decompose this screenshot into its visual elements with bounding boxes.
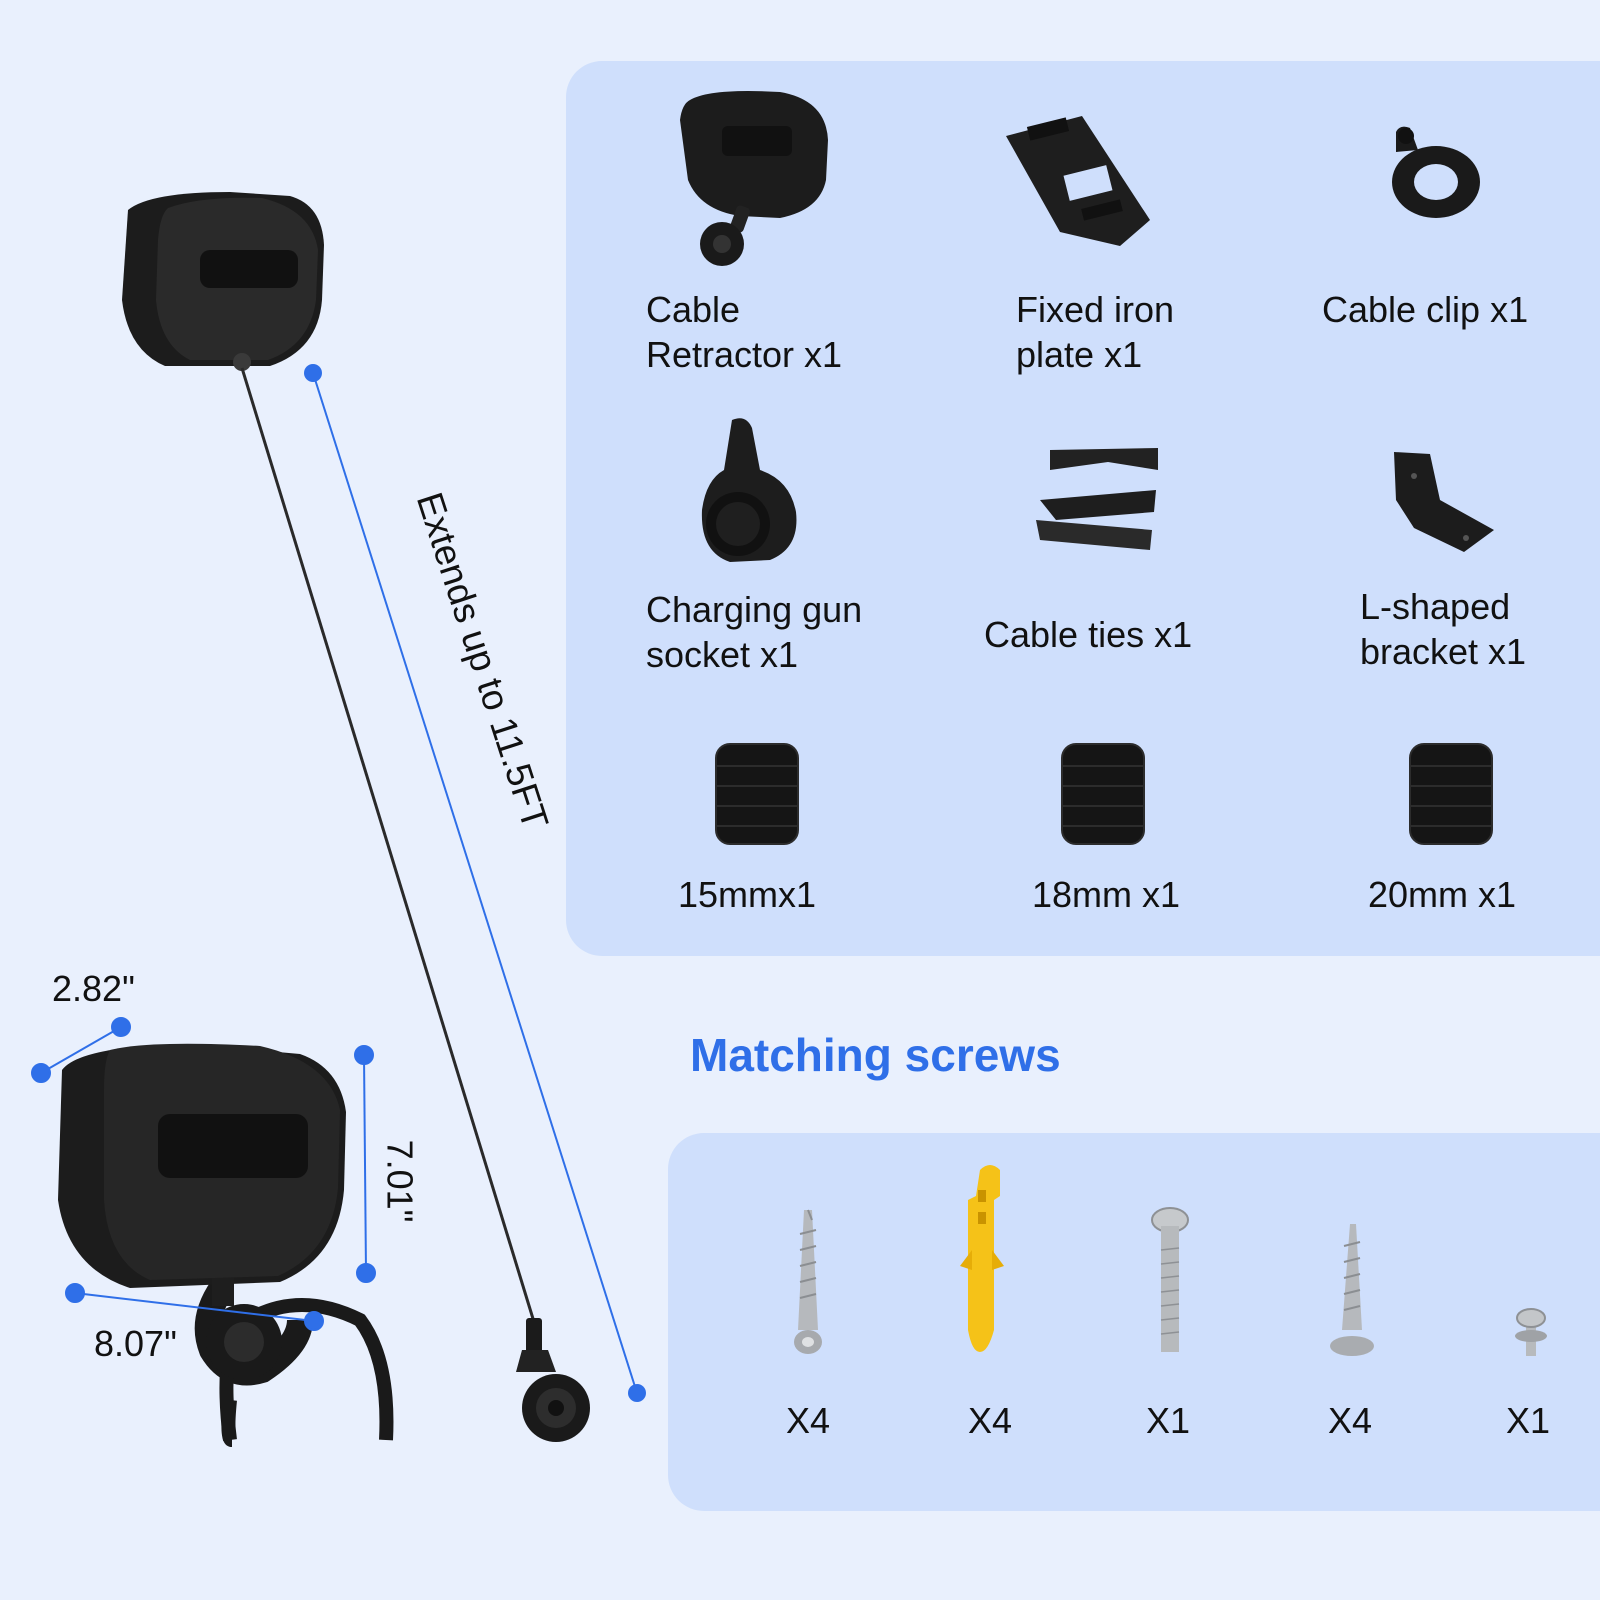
iron-plate-icon <box>1006 116 1150 246</box>
screws-panel <box>668 1133 1600 1511</box>
rubber-sleeve-icon <box>715 743 799 845</box>
wall-anchor-icon <box>960 1165 1004 1352</box>
screw-qty-2: X4 <box>967 1400 1013 1441</box>
cable-ties-icon <box>1036 448 1158 550</box>
cable-clip-icon <box>1392 126 1480 218</box>
part-label-gun-socket: Charging gun socket x1 <box>646 589 863 675</box>
l-bracket-icon <box>1394 452 1494 552</box>
gun-socket-icon <box>701 418 797 562</box>
rubber-sleeve-icon <box>1061 743 1145 845</box>
wood-screw-icon <box>794 1209 822 1354</box>
screws-heading: Matching screws <box>690 1029 1061 1081</box>
depth-dimension-label: 2.82" <box>52 968 135 1009</box>
screw-qty-5: X1 <box>1505 1400 1551 1441</box>
part-label-cable-retractor: Cable Retractor x1 <box>646 289 843 375</box>
part-label-l-bracket: L-shaped bracket x1 <box>1360 586 1527 672</box>
rubber-sleeve-icon <box>1409 743 1493 845</box>
cable-retractor-icon <box>680 91 828 266</box>
part-label-20mm: 20mm x1 <box>1368 874 1517 915</box>
hanging-retractor-icon <box>122 192 324 371</box>
screw-qty-3: X1 <box>1145 1400 1191 1441</box>
width-dimension-label: 8.07" <box>94 1323 177 1364</box>
dimension-lines <box>31 1017 376 1331</box>
part-label-15mm: 15mmx1 <box>678 874 817 915</box>
screw-qty-4: X4 <box>1327 1400 1373 1441</box>
part-label-cable-clip: Cable clip x1 <box>1322 289 1529 330</box>
small-screw-icon <box>1515 1308 1547 1356</box>
machine-bolt-icon <box>1151 1207 1189 1352</box>
extension-measure <box>304 364 646 1402</box>
part-label-cable-ties: Cable ties x1 <box>984 614 1193 655</box>
tapping-screw-icon <box>1330 1224 1374 1356</box>
screw-qty-1: X4 <box>785 1400 831 1441</box>
part-label-iron-plate: Fixed iron plate x1 <box>1016 289 1175 375</box>
cable-end-clip-icon <box>516 1318 590 1442</box>
retractor-detail-icon <box>58 1043 394 1447</box>
part-label-18mm: 18mm x1 <box>1032 874 1181 915</box>
cable-line <box>240 367 536 1323</box>
